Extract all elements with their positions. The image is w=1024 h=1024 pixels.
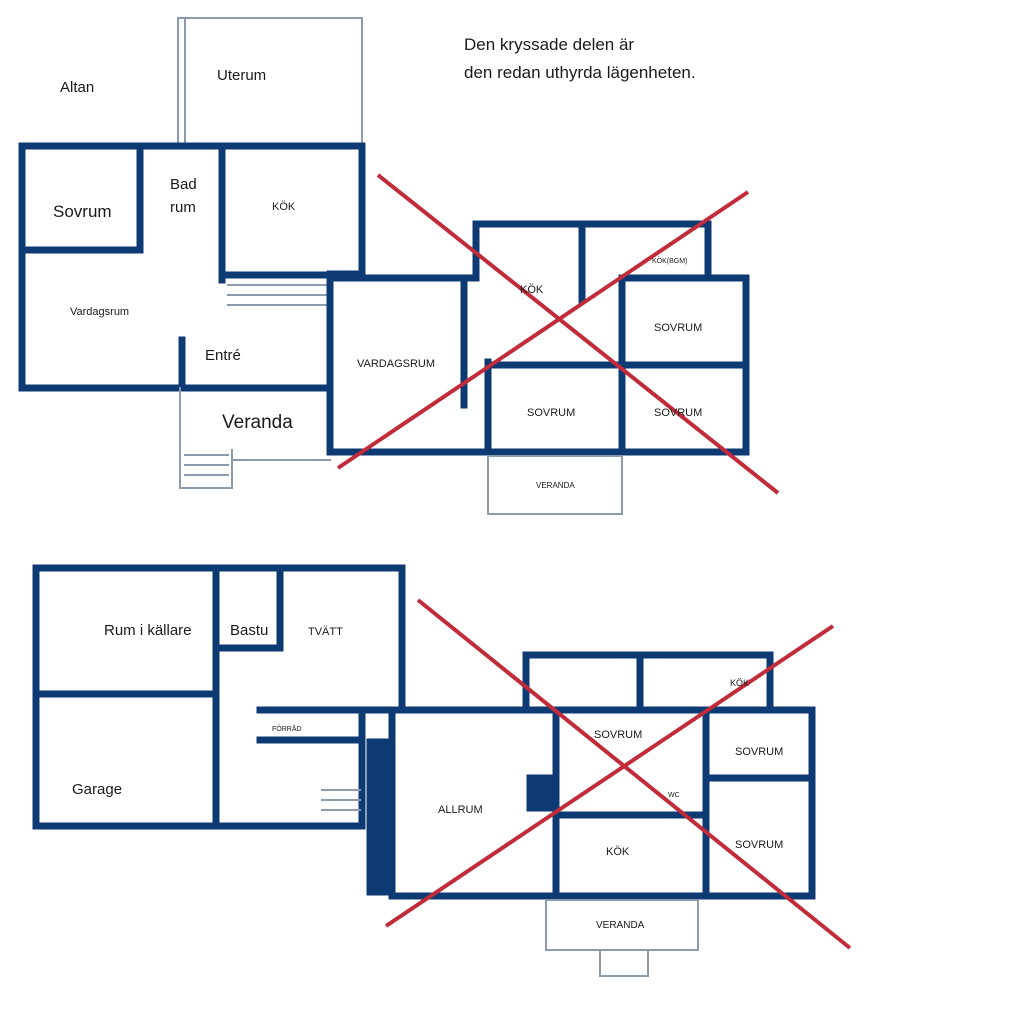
uterum-frame	[177, 17, 363, 144]
label-allrum: ALLRUM	[438, 804, 483, 816]
label-sovrum-right-2: SOVRUM	[527, 407, 575, 419]
label-bastu: Bastu	[230, 622, 268, 639]
veranda-left-frame	[179, 284, 331, 489]
label-sovrum-lower-2: SOVRUM	[735, 746, 783, 758]
label-tvatt: TVÄTT	[308, 626, 343, 638]
label-vardagsrum-left: Vardagsrum	[70, 306, 129, 318]
label-forrad: FÖRRÅD	[272, 724, 302, 733]
label-veranda-lower: VERANDA	[596, 920, 645, 931]
label-sovrum-lower-1: SOVRUM	[594, 729, 642, 741]
lower-floor-plan	[32, 564, 816, 977]
upper-floor-plan	[18, 17, 750, 515]
label-sovrum-right-1: SOVRUM	[654, 322, 702, 334]
label-badrum-1: Bad	[170, 176, 197, 193]
label-kok-lower-mark: KÖK	[730, 678, 749, 688]
label-uterum: Uterum	[217, 67, 266, 84]
label-kok-right: KÖK	[520, 284, 544, 296]
label-garage: Garage	[72, 781, 122, 798]
label-rum-i-kallare: Rum i källare	[104, 622, 192, 639]
label-sovrum-right-3: SOVRUM	[654, 407, 702, 419]
label-kok-mark2: KÖK(BGM)	[652, 257, 687, 265]
label-entre: Entré	[205, 347, 241, 364]
label-kok-lower: KÖK	[606, 846, 630, 858]
label-veranda-left: Veranda	[222, 412, 293, 433]
label-altan: Altan	[60, 79, 94, 96]
label-sovrum-lower-3: SOVRUM	[735, 839, 783, 851]
rented-area-cross-lower	[384, 598, 852, 950]
note-line-1: Den kryssade delen är	[464, 35, 634, 54]
label-wc: WC	[668, 792, 680, 799]
label-badrum-2: rum	[170, 199, 196, 216]
note-line-2: den redan uthyrda lägenheten.	[464, 63, 696, 82]
rented-area-cross-upper	[336, 173, 780, 495]
label-vardagsrum-right: VARDAGSRUM	[357, 358, 435, 370]
label-kok-left: KÖK	[272, 201, 296, 213]
label-sovrum-left: Sovrum	[53, 202, 112, 221]
label-veranda-right: VERANDA	[536, 481, 575, 490]
